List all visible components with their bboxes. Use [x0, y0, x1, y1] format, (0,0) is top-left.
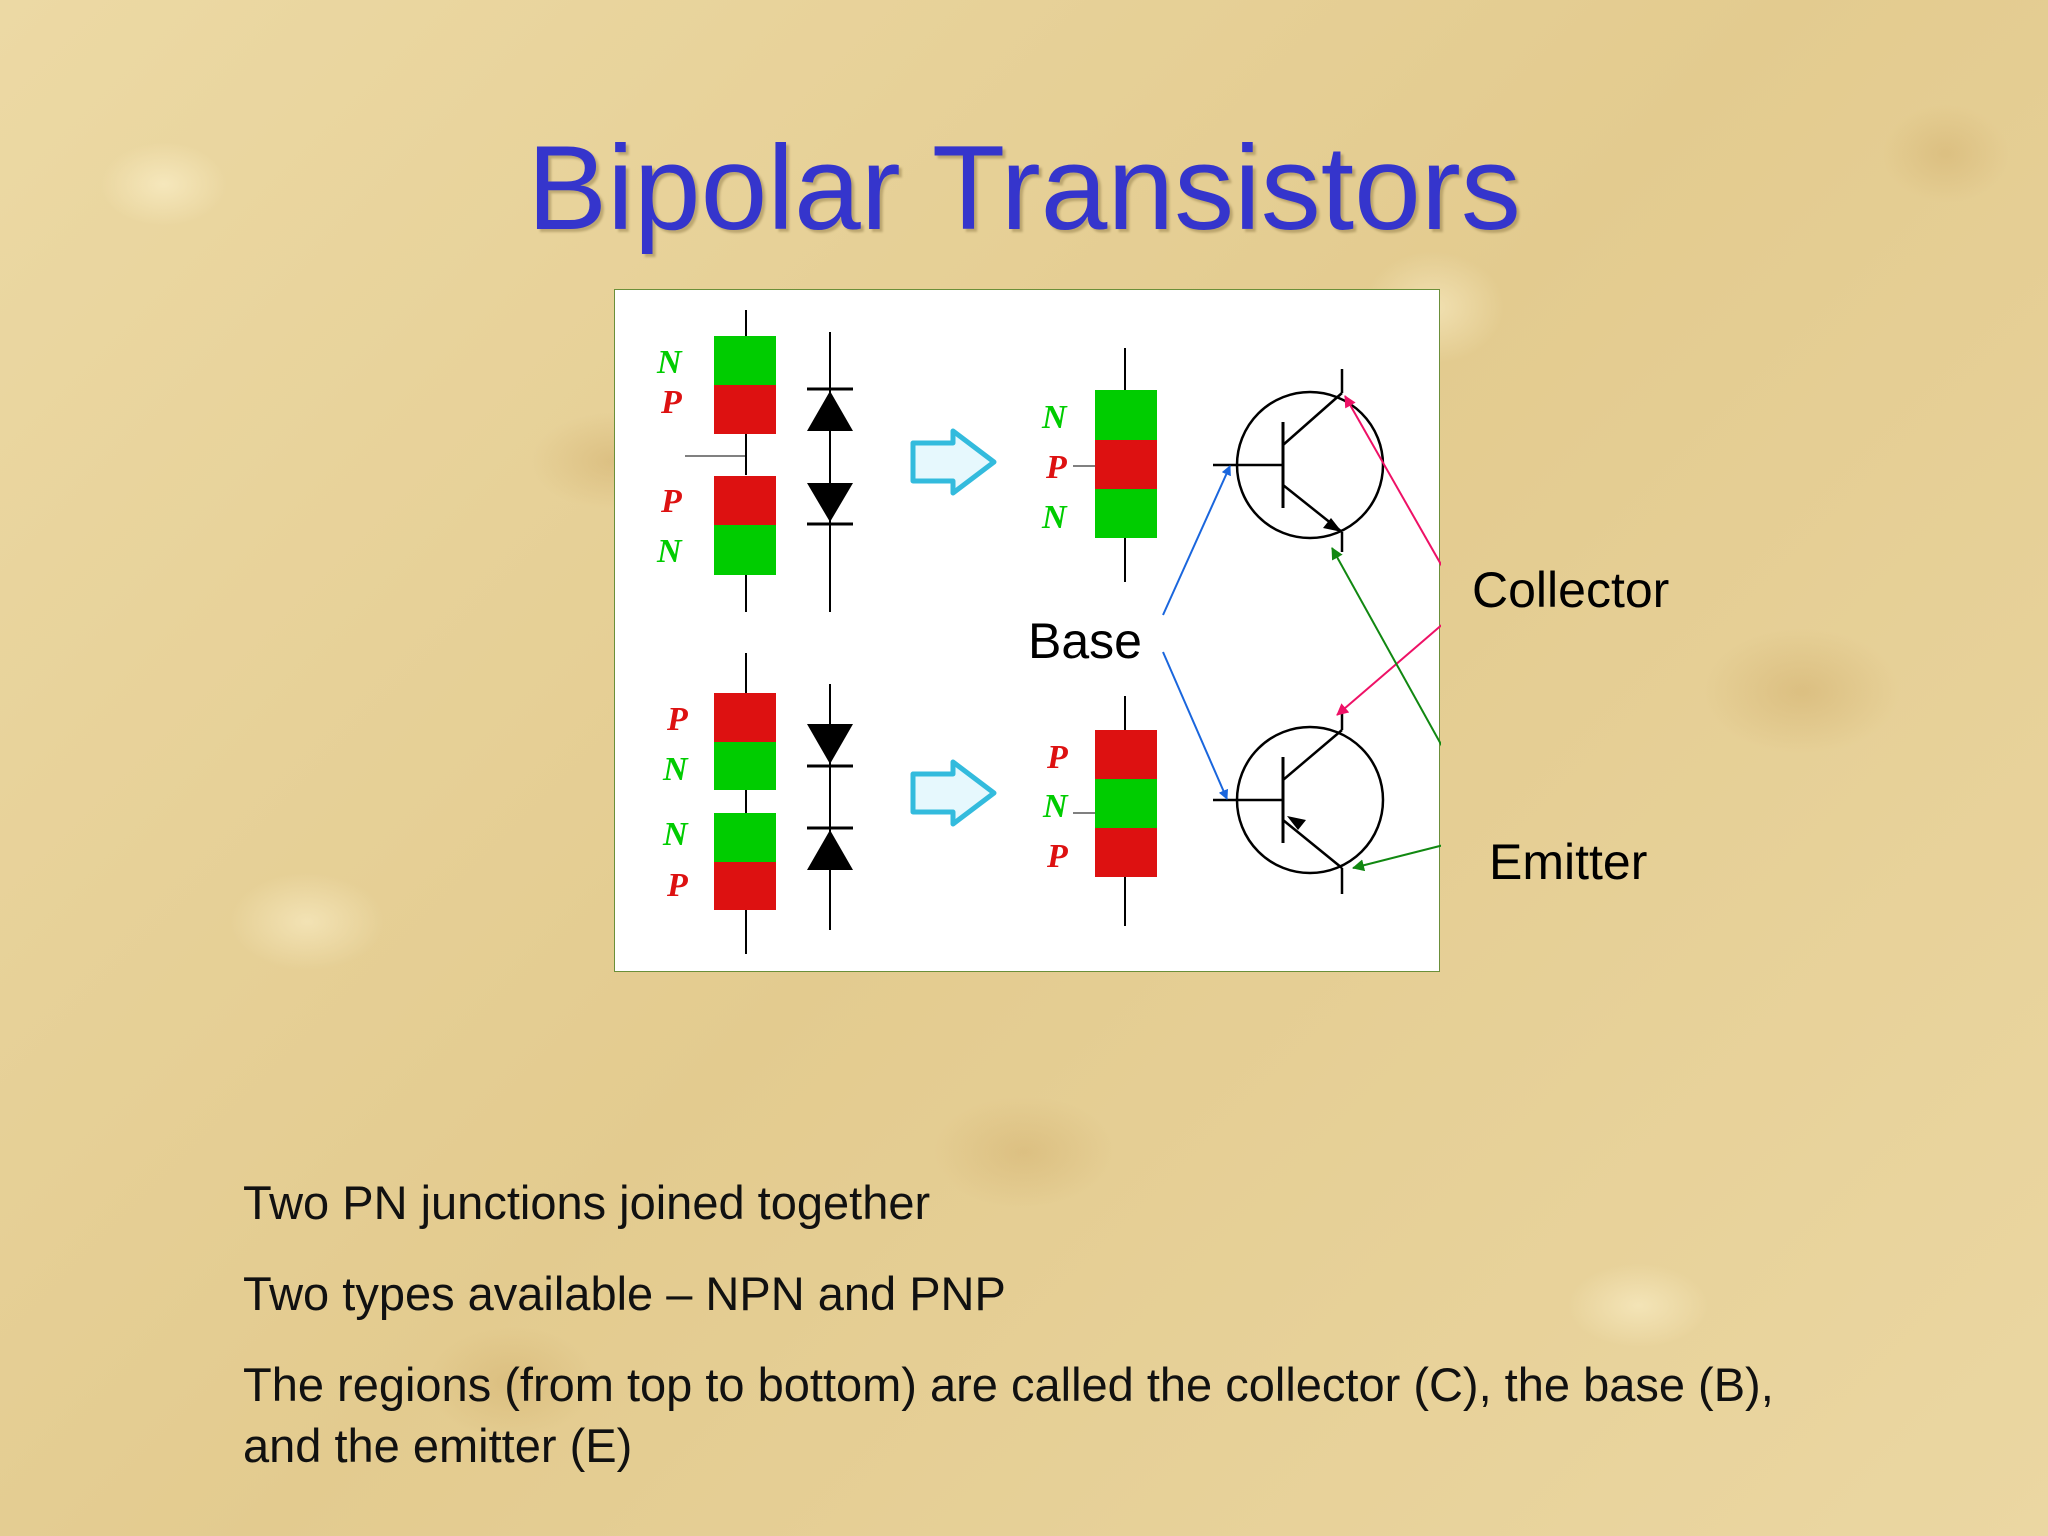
- bottom-pn-blocks: [714, 653, 776, 954]
- p-region: [714, 693, 776, 742]
- region-letter: P: [660, 483, 682, 520]
- region-letter: P: [660, 384, 682, 421]
- base-label: Base: [1028, 613, 1142, 669]
- bottom-diode-pair-icon: [807, 684, 853, 930]
- p-region: [714, 385, 776, 434]
- region-letter: P: [1046, 739, 1068, 776]
- p-region: [1095, 828, 1157, 877]
- bullet-list: Two PN junctions joined together Two typ…: [243, 1172, 1803, 1506]
- region-letter: N: [656, 344, 683, 381]
- collector-arrow: [1336, 624, 1441, 716]
- slide-title: Bipolar Transistors: [527, 121, 1521, 255]
- diagram-graphic: N P P N P N N P N P N P N P: [656, 310, 1441, 954]
- npn-transistor-icon: [1213, 369, 1385, 552]
- npn-stack: [1073, 348, 1157, 582]
- region-letter: P: [1046, 838, 1068, 875]
- region-letter: N: [1042, 788, 1069, 825]
- hollow-right-arrow-icon: [910, 428, 997, 496]
- emitter-arrow: [1352, 844, 1441, 872]
- base-arrow: [1162, 651, 1228, 800]
- region-letter: P: [666, 867, 688, 904]
- n-region: [714, 742, 776, 790]
- collector-label: Collector: [1472, 562, 1670, 618]
- region-letter: N: [1041, 399, 1068, 436]
- region-letter: N: [662, 816, 689, 853]
- top-diode-pair-icon: [807, 332, 853, 612]
- p-region: [714, 862, 776, 910]
- p-region: [1095, 440, 1157, 489]
- n-region: [714, 813, 776, 862]
- pnp-stack: [1073, 696, 1157, 926]
- pnp-transistor-icon: [1213, 712, 1385, 894]
- emitter-arrow: [1331, 547, 1441, 747]
- region-letter: P: [666, 701, 688, 738]
- top-pn-blocks: [685, 310, 776, 612]
- region-letter: N: [662, 751, 689, 788]
- region-letter: P: [1045, 449, 1067, 486]
- emitter-label: Emitter: [1489, 834, 1648, 890]
- base-arrow: [1162, 465, 1231, 616]
- n-region: [1095, 489, 1157, 538]
- bullet-item: The regions (from top to bottom) are cal…: [243, 1358, 1774, 1473]
- transistor-diagram: N P P N P N N P N P N P N P: [614, 289, 1441, 972]
- n-region: [1095, 779, 1157, 828]
- p-region: [1095, 730, 1157, 779]
- n-region: [714, 336, 776, 385]
- collector-arrow: [1344, 395, 1441, 567]
- n-region: [1095, 390, 1157, 440]
- region-letter: N: [656, 533, 683, 570]
- bullet-item: Two types available – NPN and PNP: [243, 1267, 1006, 1321]
- region-letters: N P P N P N N P N P N P N P: [656, 344, 1069, 904]
- bullet-item: Two PN junctions joined together: [243, 1176, 931, 1229]
- n-region: [714, 525, 776, 575]
- hollow-right-arrow-icon: [910, 759, 997, 827]
- p-region: [714, 476, 776, 525]
- region-letter: N: [1041, 499, 1068, 536]
